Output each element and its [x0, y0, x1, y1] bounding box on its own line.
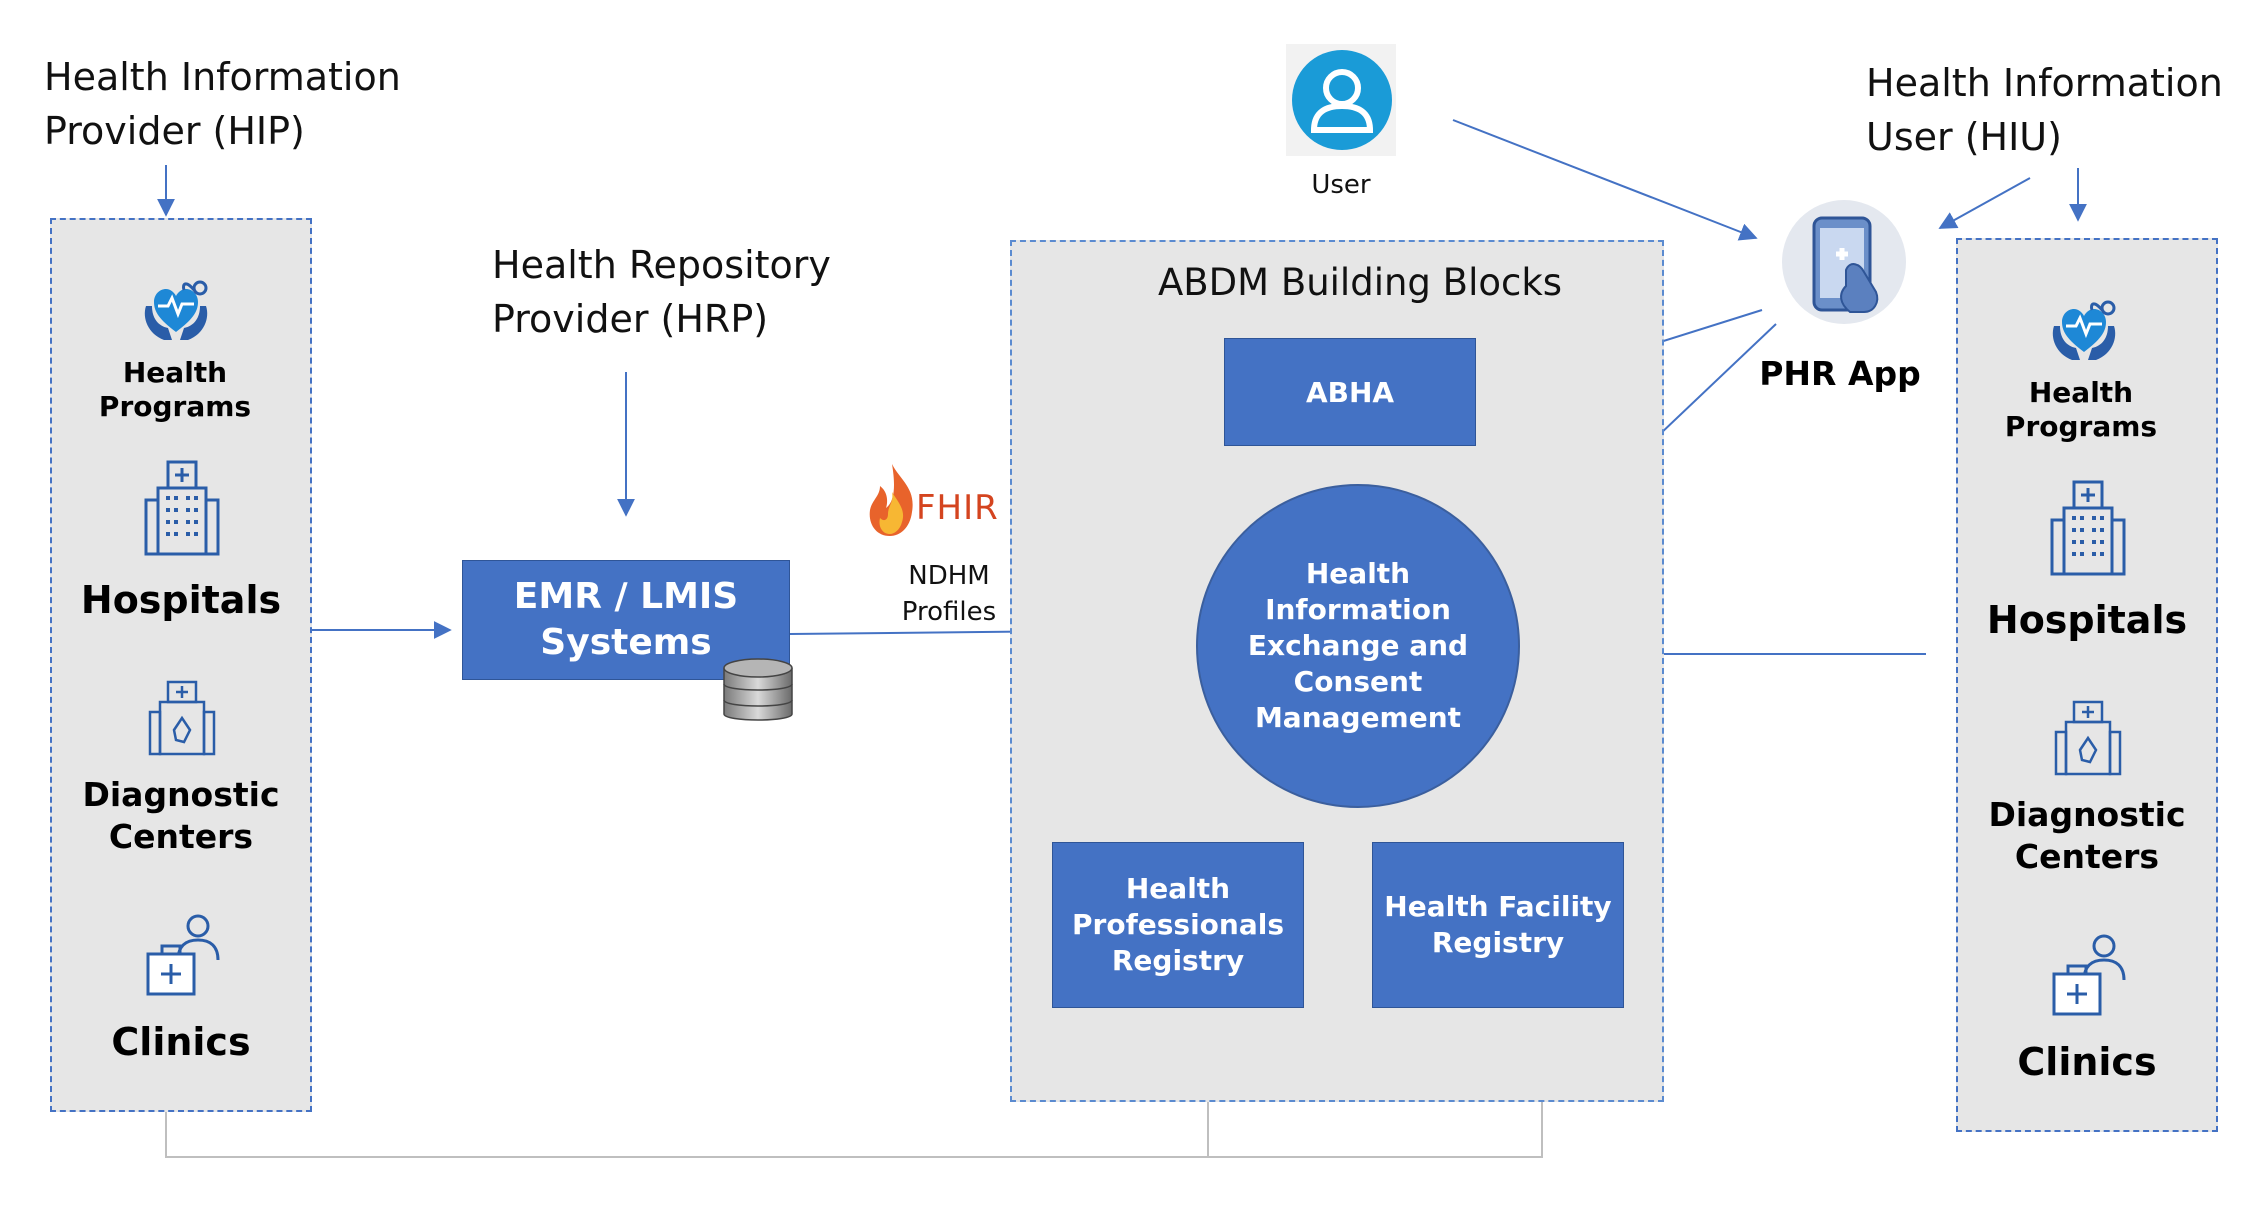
fhir-logo-text: FHIR — [916, 488, 999, 528]
health-programs-icon — [144, 280, 208, 340]
hip-diagnostic-line1: Diagnostic — [82, 775, 280, 814]
health-programs-icon — [2052, 300, 2116, 360]
bottom-bracket — [165, 1102, 1543, 1158]
hip-heading-line1: Health Information — [44, 55, 401, 99]
hpr-box: Health Professionals Registry — [1052, 842, 1304, 1008]
hip-programs-label: Health Programs — [50, 356, 300, 424]
hiu-diagnostic-label: Diagnostic Centers — [1956, 794, 2218, 878]
hip-hospitals-label: Hospitals — [80, 578, 282, 622]
hip-diagnostic-label: Diagnostic Centers — [50, 774, 312, 858]
emr-line2: Systems — [540, 622, 712, 663]
hpr-line1: Health — [1125, 872, 1231, 905]
ndhm-profiles-line2: Profiles — [901, 597, 997, 627]
hiu-heading-line1: Health Information — [1866, 61, 2223, 105]
abdm-title: ABDM Building Blocks — [1157, 261, 1563, 304]
phr-app-label: PHR App — [1759, 354, 1921, 393]
emr-lmis-box: EMR / LMIS Systems — [462, 560, 790, 680]
hip-clinics-label: Clinics — [111, 1020, 251, 1064]
hiu-programs-label: Health Programs — [1956, 376, 2206, 444]
hie-line1: Health — [1305, 557, 1411, 590]
hip-diagnostic-line2: Centers — [108, 817, 254, 856]
hospital-icon — [144, 460, 220, 556]
emr-line1: EMR / LMIS — [513, 576, 739, 617]
hrp-heading-line2: Provider (HRP) — [492, 297, 769, 341]
hiu-diagnostic-line1: Diagnostic — [1988, 795, 2186, 834]
hie-line2: Information — [1265, 593, 1451, 626]
hiu-diagnostic-line2: Centers — [2014, 837, 2160, 876]
hiu-programs-line1: Health — [2028, 376, 2134, 409]
hfr-line1: Health Facility — [1384, 890, 1612, 923]
hip-programs-line2: Programs — [98, 390, 252, 423]
hie-line4: Consent — [1293, 665, 1423, 698]
hie-line3: Exchange and — [1247, 629, 1469, 662]
hiu-clinics-label: Clinics — [2017, 1040, 2157, 1084]
hfr-box: Health Facility Registry — [1372, 842, 1624, 1008]
ndhm-profiles-line1: NDHM — [908, 561, 990, 591]
hie-line5: Management — [1254, 701, 1462, 734]
hpr-line3: Registry — [1111, 944, 1245, 977]
arrow-hiu-to-phr — [1938, 177, 2031, 229]
clinic-icon — [2052, 934, 2126, 1016]
hip-programs-line1: Health — [122, 356, 228, 389]
arrow-user-to-phr — [1452, 119, 1758, 241]
hie-cm-circle: Health Information Exchange and Consent … — [1196, 484, 1520, 808]
hrp-heading: Health Repository Provider (HRP) — [492, 238, 831, 346]
ndhm-profiles-label: NDHM Profiles — [876, 558, 1022, 630]
hiu-heading-line2: User (HIU) — [1866, 115, 2062, 159]
hip-heading: Health Information Provider (HIP) — [44, 50, 401, 158]
fhir-flame-icon — [869, 464, 913, 536]
diagnostic-center-icon — [148, 680, 216, 756]
abha-box: ABHA — [1224, 338, 1476, 446]
hiu-hospitals-label: Hospitals — [1986, 598, 2188, 642]
diagnostic-center-icon — [2054, 700, 2122, 776]
user-label: User — [1311, 170, 1371, 200]
hrp-heading-line1: Health Repository — [492, 243, 831, 287]
hip-heading-line2: Provider (HIP) — [44, 109, 305, 153]
database-icon — [723, 658, 793, 721]
hfr-line2: Registry — [1431, 926, 1565, 959]
hpr-line2: Professionals — [1072, 908, 1284, 941]
hiu-heading: Health Information User (HIU) — [1866, 56, 2223, 164]
clinic-icon — [146, 914, 220, 996]
hiu-programs-line2: Programs — [2004, 410, 2158, 443]
phr-app-icon — [1782, 200, 1906, 324]
hospital-icon — [2050, 480, 2126, 576]
user-icon — [1292, 50, 1392, 150]
